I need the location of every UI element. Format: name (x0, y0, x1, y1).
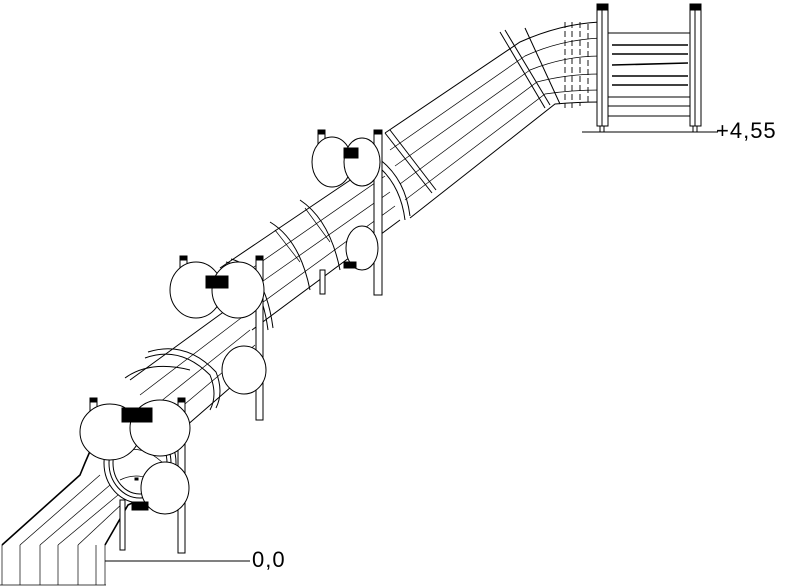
clamp-discs (79, 136, 381, 515)
elevation-label-bottom: 0,0 (252, 547, 286, 572)
upper-tube-segment (384, 21, 601, 219)
platform (582, 3, 718, 133)
elevation-label-top: +4,55 (716, 118, 777, 143)
